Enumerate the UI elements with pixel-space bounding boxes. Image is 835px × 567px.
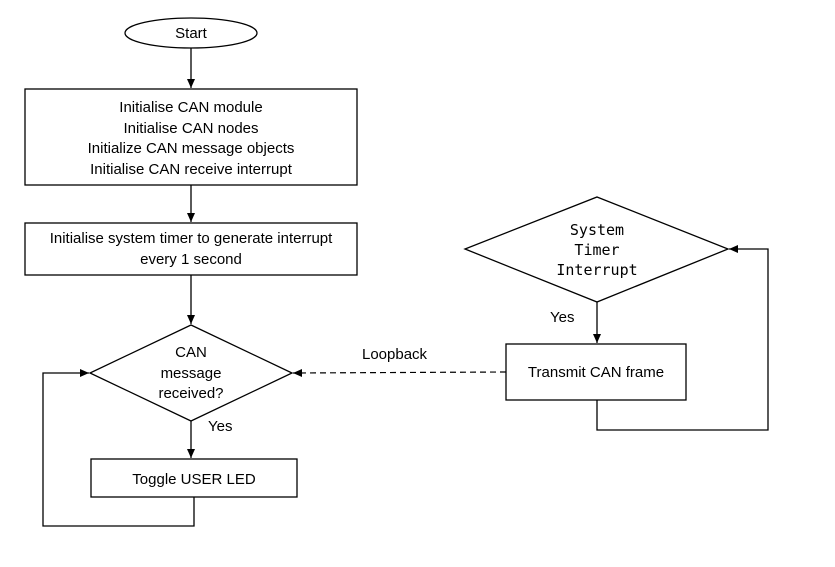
loopback-label: Loopback xyxy=(362,346,428,363)
decision-can-line-3: received? xyxy=(158,385,223,402)
yes-label-can: Yes xyxy=(208,418,232,435)
loop-led-to-decision xyxy=(42,369,195,527)
init-timer-line-1: Initialise system timer to generate inte… xyxy=(50,230,333,247)
init-can-process: Initialise CAN module Initialise CAN nod… xyxy=(24,88,358,186)
init-can-line-1: Initialise CAN module xyxy=(119,99,262,116)
yes-label-timer: Yes xyxy=(550,309,574,326)
timer-interrupt-line-2: Timer xyxy=(574,241,619,259)
timer-interrupt-decision: System Timer Interrupt xyxy=(463,196,730,303)
init-timer-line-2: every 1 second xyxy=(140,251,242,268)
loopback-dashed-arrow xyxy=(292,368,507,377)
loop-transmit-to-interrupt xyxy=(596,245,769,431)
init-can-line-4: Initialise CAN receive interrupt xyxy=(90,161,293,178)
can-received-decision: CAN message received? xyxy=(88,324,294,422)
decision-can-line-1: CAN xyxy=(175,344,207,361)
timer-interrupt-line-3: Interrupt xyxy=(556,261,637,279)
start-label: Start xyxy=(175,25,208,42)
init-can-line-3: Initialize CAN message objects xyxy=(88,140,295,157)
transmit-process: Transmit CAN frame xyxy=(505,343,687,401)
init-timer-process: Initialise system timer to generate inte… xyxy=(24,222,358,276)
toggle-led-label: Toggle USER LED xyxy=(132,471,256,488)
init-can-line-2: Initialise CAN nodes xyxy=(123,120,258,137)
timer-interrupt-line-1: System xyxy=(570,221,624,239)
start-terminator: Start xyxy=(124,17,258,49)
decision-can-line-2: message xyxy=(161,365,222,382)
transmit-label: Transmit CAN frame xyxy=(528,364,664,381)
toggle-led-process: Toggle USER LED xyxy=(90,458,298,498)
